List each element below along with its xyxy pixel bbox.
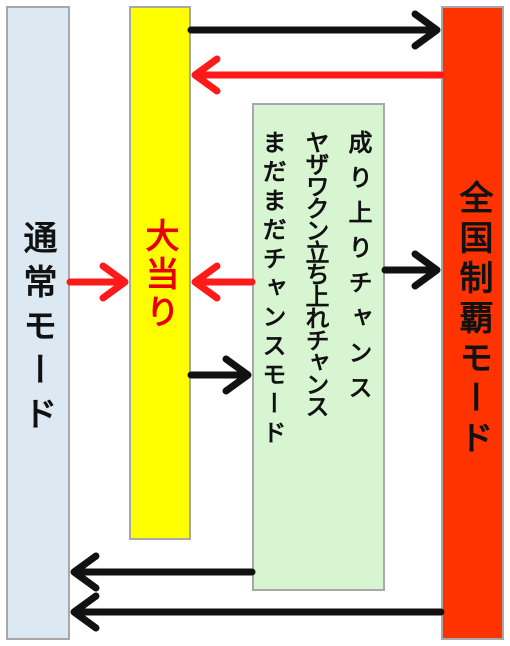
arrow-chance-to-conquest (381, 250, 441, 290)
arrow-conquest-to-normal (70, 592, 445, 632)
arrow-jackpot-to-conquest (187, 10, 441, 50)
arrow-chance-to-normal (70, 552, 256, 592)
arrow-jackpot-to-chance (187, 355, 252, 395)
conquest-mode-label: 全国制覇モード (453, 180, 493, 460)
arrow-conquest-to-jackpot (191, 55, 445, 95)
arrow-normal-to-jackpot (66, 262, 129, 302)
chance-mode-column-3: まだまだチャンスモード (258, 130, 286, 449)
chance-mode-column-2: ヤザワクン立ち上れチャンス (301, 130, 329, 416)
chance-mode-column-1: 成り上りチャンス (344, 130, 372, 410)
arrow-chance-to-jackpot (191, 262, 256, 302)
normal-mode-label: 通常モード (17, 220, 57, 440)
jackpot-label: 大当り (139, 218, 179, 332)
jackpot-box: 大当り (129, 6, 191, 540)
conquest-mode-box: 全国制覇モード (441, 6, 504, 640)
chance-mode-box: 成り上りチャンス ヤザワクン立ち上れチャンス まだまだチャンスモード (252, 103, 385, 591)
normal-mode-box: 通常モード (6, 6, 70, 640)
